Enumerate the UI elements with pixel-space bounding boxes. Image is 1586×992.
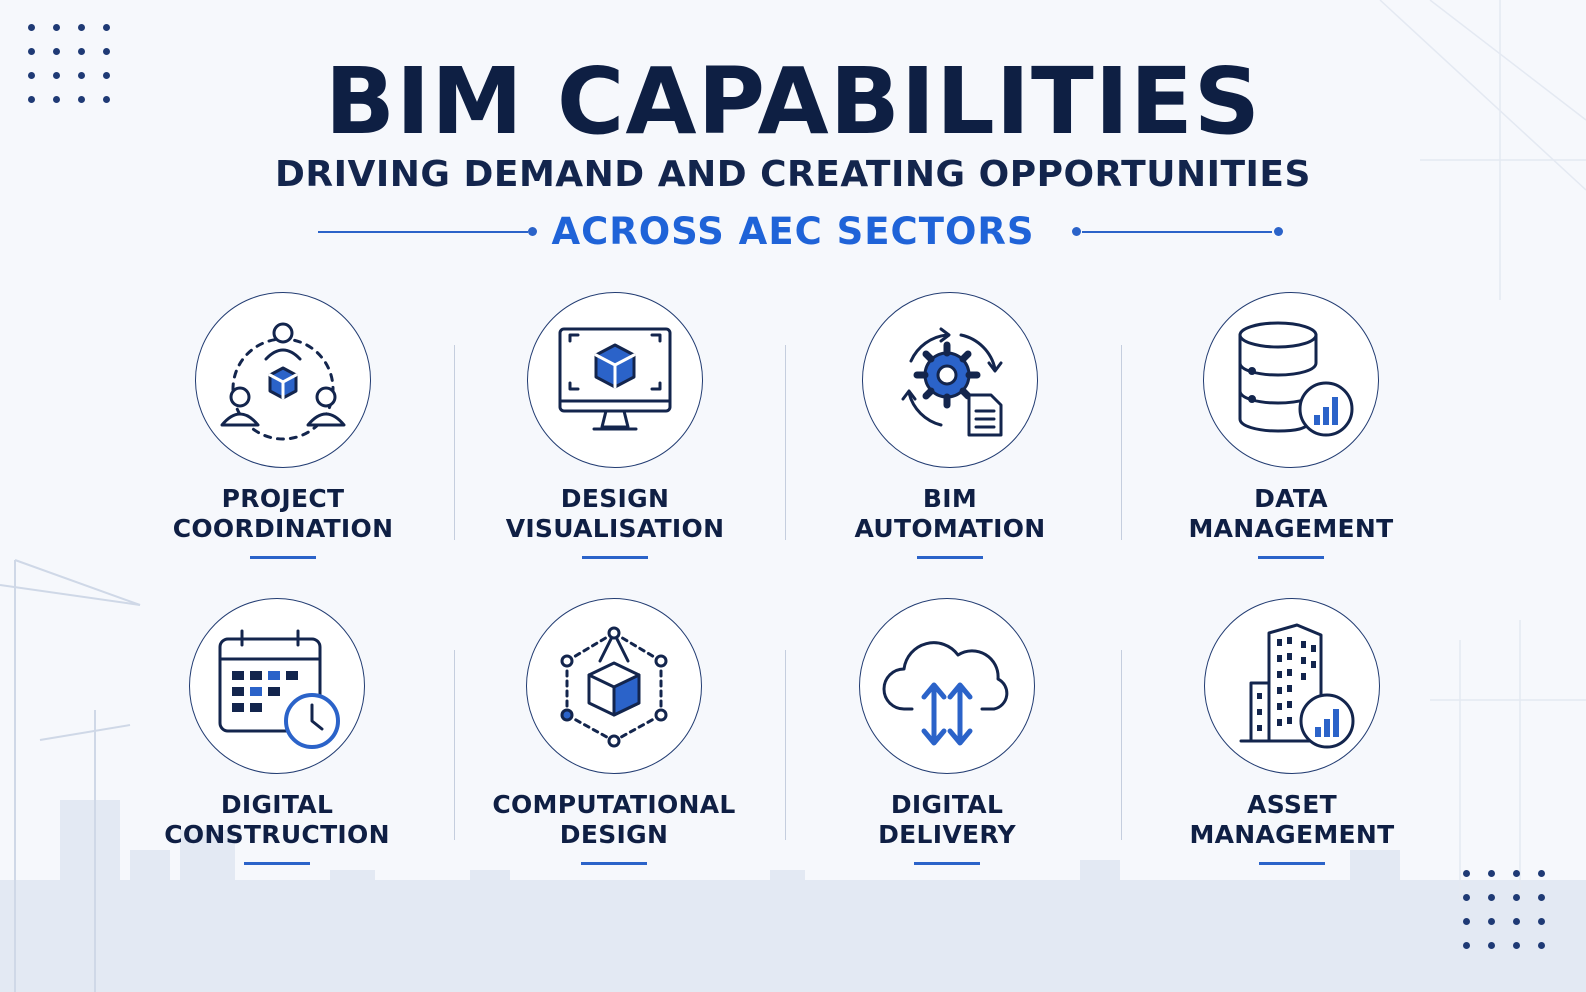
label-underline: [1258, 556, 1324, 559]
column-divider: [785, 650, 786, 840]
calendar-clock-icon: [218, 629, 340, 749]
network-cube-icon: [560, 626, 668, 748]
divider-line: [318, 231, 528, 233]
capability-card-project-coordination: PROJECT COORDINATION: [133, 292, 433, 582]
icon-circle: [1204, 598, 1380, 774]
building-chart-icon: [1239, 623, 1355, 749]
label-underline: [917, 556, 983, 559]
page-subtitle: DRIVING DEMAND AND CREATING OPPORTUNITIE…: [275, 154, 1311, 195]
capability-label: DIGITAL DELIVERY: [878, 790, 1016, 849]
team-coordination-icon: [220, 322, 346, 441]
column-divider: [1121, 345, 1122, 540]
column-divider: [454, 345, 455, 540]
capability-label: DATA MANAGEMENT: [1188, 484, 1394, 543]
capability-label: DIGITAL CONSTRUCTION: [164, 790, 390, 849]
capability-card-computational-design: COMPUTATIONAL DESIGN: [464, 598, 764, 888]
capability-label: ASSET MANAGEMENT: [1189, 790, 1395, 849]
icon-circle: [195, 292, 371, 468]
label-underline: [582, 556, 648, 559]
label-underline: [244, 862, 310, 865]
label-underline: [250, 556, 316, 559]
label-underline: [1259, 862, 1325, 865]
decorative-dot-grid: [1463, 870, 1546, 949]
icon-circle: [526, 598, 702, 774]
divider-line: [1082, 231, 1272, 233]
label-underline: [914, 862, 980, 865]
page-title: BIM CAPABILITIES: [324, 48, 1262, 155]
capability-label: DESIGN VISUALISATION: [505, 484, 725, 543]
divider-dot: [1072, 227, 1081, 236]
decorative-dot-grid: [28, 24, 111, 103]
icon-circle: [859, 598, 1035, 774]
icon-circle: [862, 292, 1038, 468]
icon-circle: [1203, 292, 1379, 468]
capability-label: BIM AUTOMATION: [854, 484, 1046, 543]
capability-card-digital-construction: DIGITAL CONSTRUCTION: [127, 598, 427, 888]
cloud-transfer-icon: [882, 641, 1009, 746]
capability-card-bim-automation: BIM AUTOMATION: [800, 292, 1100, 582]
icon-circle: [527, 292, 703, 468]
capability-label: PROJECT COORDINATION: [172, 484, 394, 543]
capability-card-data-management: DATA MANAGEMENT: [1141, 292, 1441, 582]
gear-cycle-icon: [901, 327, 1003, 437]
divider-dot: [1274, 227, 1283, 236]
capability-card-design-visualisation: DESIGN VISUALISATION: [465, 292, 765, 582]
icon-circle: [189, 598, 365, 774]
tagline-row: ACROSS AEC SECTORS: [0, 206, 1586, 256]
capability-card-digital-delivery: DIGITAL DELIVERY: [797, 598, 1097, 888]
monitor-cube-icon: [558, 327, 672, 431]
tagline: ACROSS AEC SECTORS: [551, 210, 1035, 253]
capability-label: COMPUTATIONAL DESIGN: [492, 790, 736, 849]
capability-card-asset-management: ASSET MANAGEMENT: [1142, 598, 1442, 888]
database-chart-icon: [1238, 321, 1354, 437]
column-divider: [454, 650, 455, 840]
column-divider: [1121, 650, 1122, 840]
label-underline: [581, 862, 647, 865]
column-divider: [785, 345, 786, 540]
divider-dot: [528, 227, 537, 236]
